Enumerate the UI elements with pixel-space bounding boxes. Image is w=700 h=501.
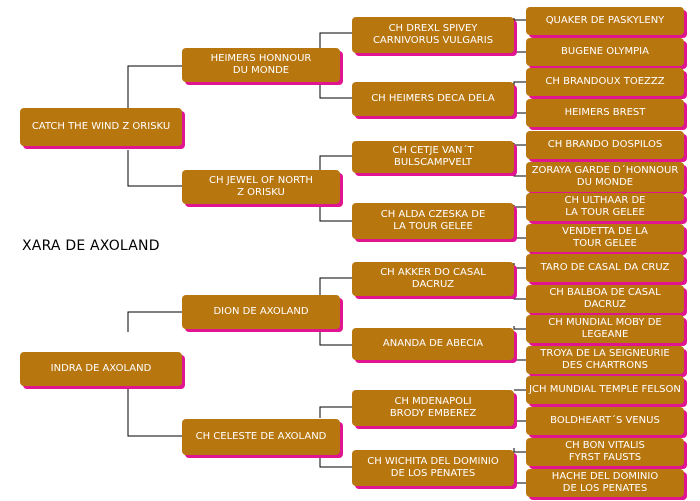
paternal-grandsire: HEIMERS HONNOUR DU MONDE: [182, 48, 340, 82]
g4-15: CH BON VITALIS FYRST FAUSTS: [526, 438, 684, 466]
g4-7: CH ULTHAAR DE LA TOUR GELEE: [526, 193, 684, 221]
ggp-sire-dam: CH HEIMERS DECA DELA: [352, 82, 514, 116]
subject-name: XARA DE AXOLAND: [22, 238, 160, 254]
g4-12: TROYA DE LA SEIGNEURIE DES CHARTRONS: [526, 346, 684, 374]
sire: CATCH THE WIND Z ORISKU: [20, 108, 182, 146]
g4-8: VENDETTA DE LA TOUR GELEE: [526, 224, 684, 252]
ggm-dam-dam: CH WICHITA DEL DOMINIO DE LOS PENATES: [352, 450, 514, 486]
g4-5: CH BRANDO DOSPILOS: [526, 131, 684, 159]
g4-2: BUGENE OLYMPIA: [526, 38, 684, 66]
g4-11: CH MUNDIAL MOBY DE LEGEANE: [526, 315, 684, 343]
g4-9: TARO DE CASAL DA CRUZ: [526, 254, 684, 282]
ggp-dam-dam: CH ALDA CZESKA DE LA TOUR GELEE: [352, 203, 514, 239]
g4-3: CH BRANDOUX TOEZZZ: [526, 68, 684, 96]
maternal-granddam: CH CELESTE DE AXOLAND: [182, 419, 340, 455]
g4-4: HEIMERS BREST: [526, 99, 684, 127]
ggm-sire-sire: CH AKKER DO CASAL DACRUZ: [352, 262, 514, 296]
g4-13: JCH MUNDIAL TEMPLE FELSON: [526, 376, 684, 404]
ggm-dam-sire: CH MDENAPOLI BRODY EMBEREZ: [352, 390, 514, 426]
ggp-dam-sire: CH CETJE VAN´T BULSCAMPVELT: [352, 141, 514, 173]
maternal-grandsire: DION DE AXOLAND: [182, 295, 340, 329]
g4-16: HACHE DEL DOMINIO DE LOS PENATES: [526, 469, 684, 497]
paternal-granddam: CH JEWEL OF NORTH Z ORISKU: [182, 170, 340, 204]
ggm-sire-dam: ANANDA DE ABECIA: [352, 328, 514, 360]
ggp-sire-sire: CH DREXL SPIVEY CARNIVORUS VULGARIS: [352, 17, 514, 53]
g4-6: ZORAYA GARDE D´HONNOUR DU MONDE: [526, 162, 684, 192]
dam: INDRA DE AXOLAND: [20, 352, 182, 386]
g4-14: BOLDHEART´S VENUS: [526, 407, 684, 435]
g4-1: QUAKER DE PASKYLENY: [526, 7, 684, 35]
g4-10: CH BALBOA DE CASAL DACRUZ: [526, 285, 684, 313]
